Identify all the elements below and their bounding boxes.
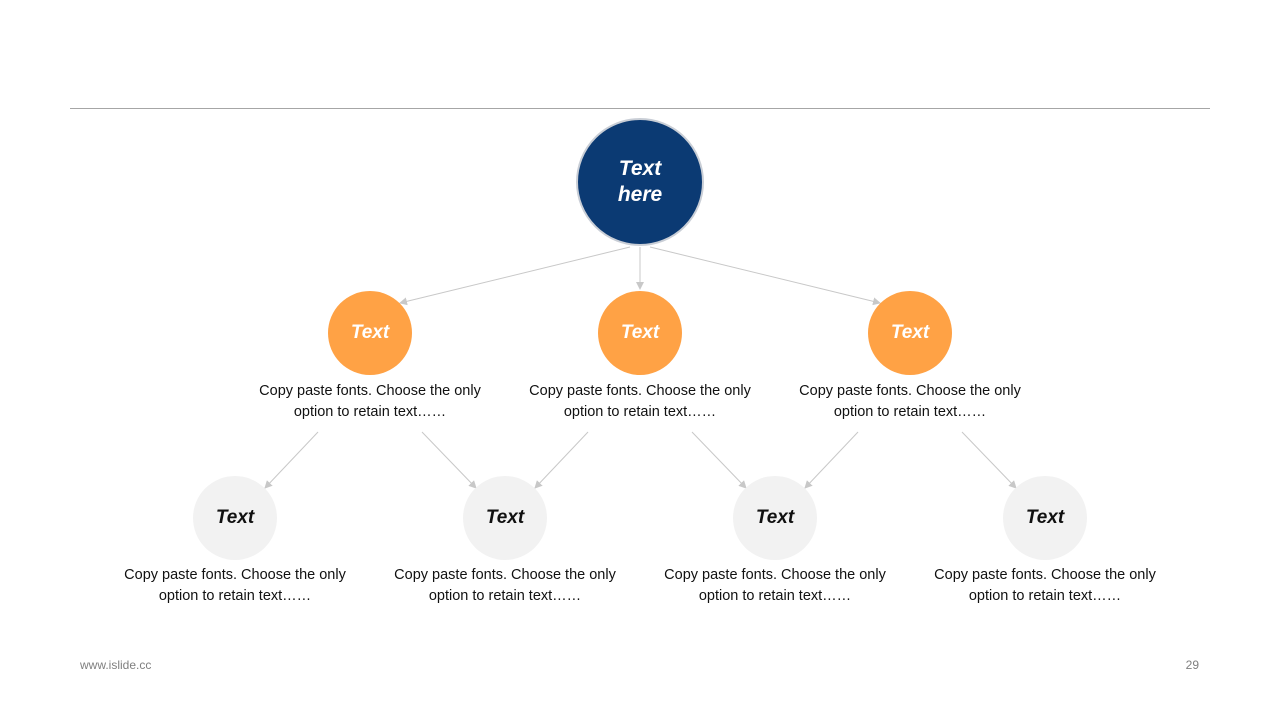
leaf-2-description: Copy paste fonts. Choose the only option… (375, 565, 635, 607)
branch-3-description-line-2: option to retain text…… (833, 404, 987, 420)
leaf-node-3: Text (733, 476, 817, 560)
connector-branch-3-to-leaf-3 (804, 431, 859, 489)
leaf-node-1-label: Text (215, 507, 255, 528)
branch-2-description: Copy paste fonts. Choose the only option… (510, 381, 770, 423)
leaf-node-3-label: Text (755, 507, 795, 528)
connector-branch-1-to-leaf-2 (421, 431, 477, 489)
leaf-3-description-line-2: option to retain text…… (698, 588, 852, 604)
leaf-4-description-line-2: option to retain text…… (968, 588, 1122, 604)
leaf-node-2: Text (463, 476, 547, 560)
branch-1-description-line-2: option to retain text…… (293, 404, 447, 420)
branch-node-1: Text (328, 291, 412, 375)
connector-branch-1-to-leaf-1 (264, 431, 319, 489)
footer-url[interactable]: www.islide.cc (80, 658, 152, 672)
leaf-node-4: Text (1003, 476, 1087, 560)
connector-root-to-branch-3 (649, 246, 881, 306)
branch-node-1-label: Text (350, 322, 390, 343)
leaf-node-1: Text (193, 476, 277, 560)
branch-node-2: Text (598, 291, 682, 375)
root-node-label: Text here (600, 156, 680, 208)
leaf-node-2-label: Text (485, 507, 525, 528)
leaf-1-description-line-2: option to retain text…… (158, 588, 312, 604)
page-number: 29 (1185, 658, 1199, 672)
connector-branch-2-to-leaf-3 (691, 431, 747, 489)
branch-3-description-line-1: Copy paste fonts. Choose the only (799, 383, 1021, 399)
branch-1-description: Copy paste fonts. Choose the only option… (240, 381, 500, 423)
leaf-3-description-line-1: Copy paste fonts. Choose the only (664, 567, 886, 583)
branch-1-description-line-1: Copy paste fonts. Choose the only (259, 383, 481, 399)
leaf-4-description: Copy paste fonts. Choose the only option… (915, 565, 1175, 607)
leaf-4-description-line-1: Copy paste fonts. Choose the only (934, 567, 1156, 583)
leaf-node-4-label: Text (1025, 507, 1065, 528)
branch-node-3-label: Text (890, 322, 930, 343)
leaf-2-description-line-1: Copy paste fonts. Choose the only (394, 567, 616, 583)
root-node-line-1: Text (618, 157, 662, 180)
branch-2-description-line-1: Copy paste fonts. Choose the only (529, 383, 751, 399)
connector-root-to-branch-1 (399, 246, 631, 306)
branch-node-2-label: Text (620, 322, 660, 343)
branch-3-description: Copy paste fonts. Choose the only option… (780, 381, 1040, 423)
branch-node-3: Text (868, 291, 952, 375)
branch-2-description-line-2: option to retain text…… (563, 404, 717, 420)
leaf-1-description: Copy paste fonts. Choose the only option… (105, 565, 365, 607)
connector-branch-2-to-leaf-2 (534, 431, 589, 489)
top-divider-line (70, 108, 1210, 109)
leaf-2-description-line-2: option to retain text…… (428, 588, 582, 604)
root-node-line-2: here (617, 183, 663, 206)
connector-branch-3-to-leaf-4 (961, 431, 1017, 489)
leaf-3-description: Copy paste fonts. Choose the only option… (645, 565, 905, 607)
root-node: Text here (576, 118, 704, 246)
leaf-1-description-line-1: Copy paste fonts. Choose the only (124, 567, 346, 583)
